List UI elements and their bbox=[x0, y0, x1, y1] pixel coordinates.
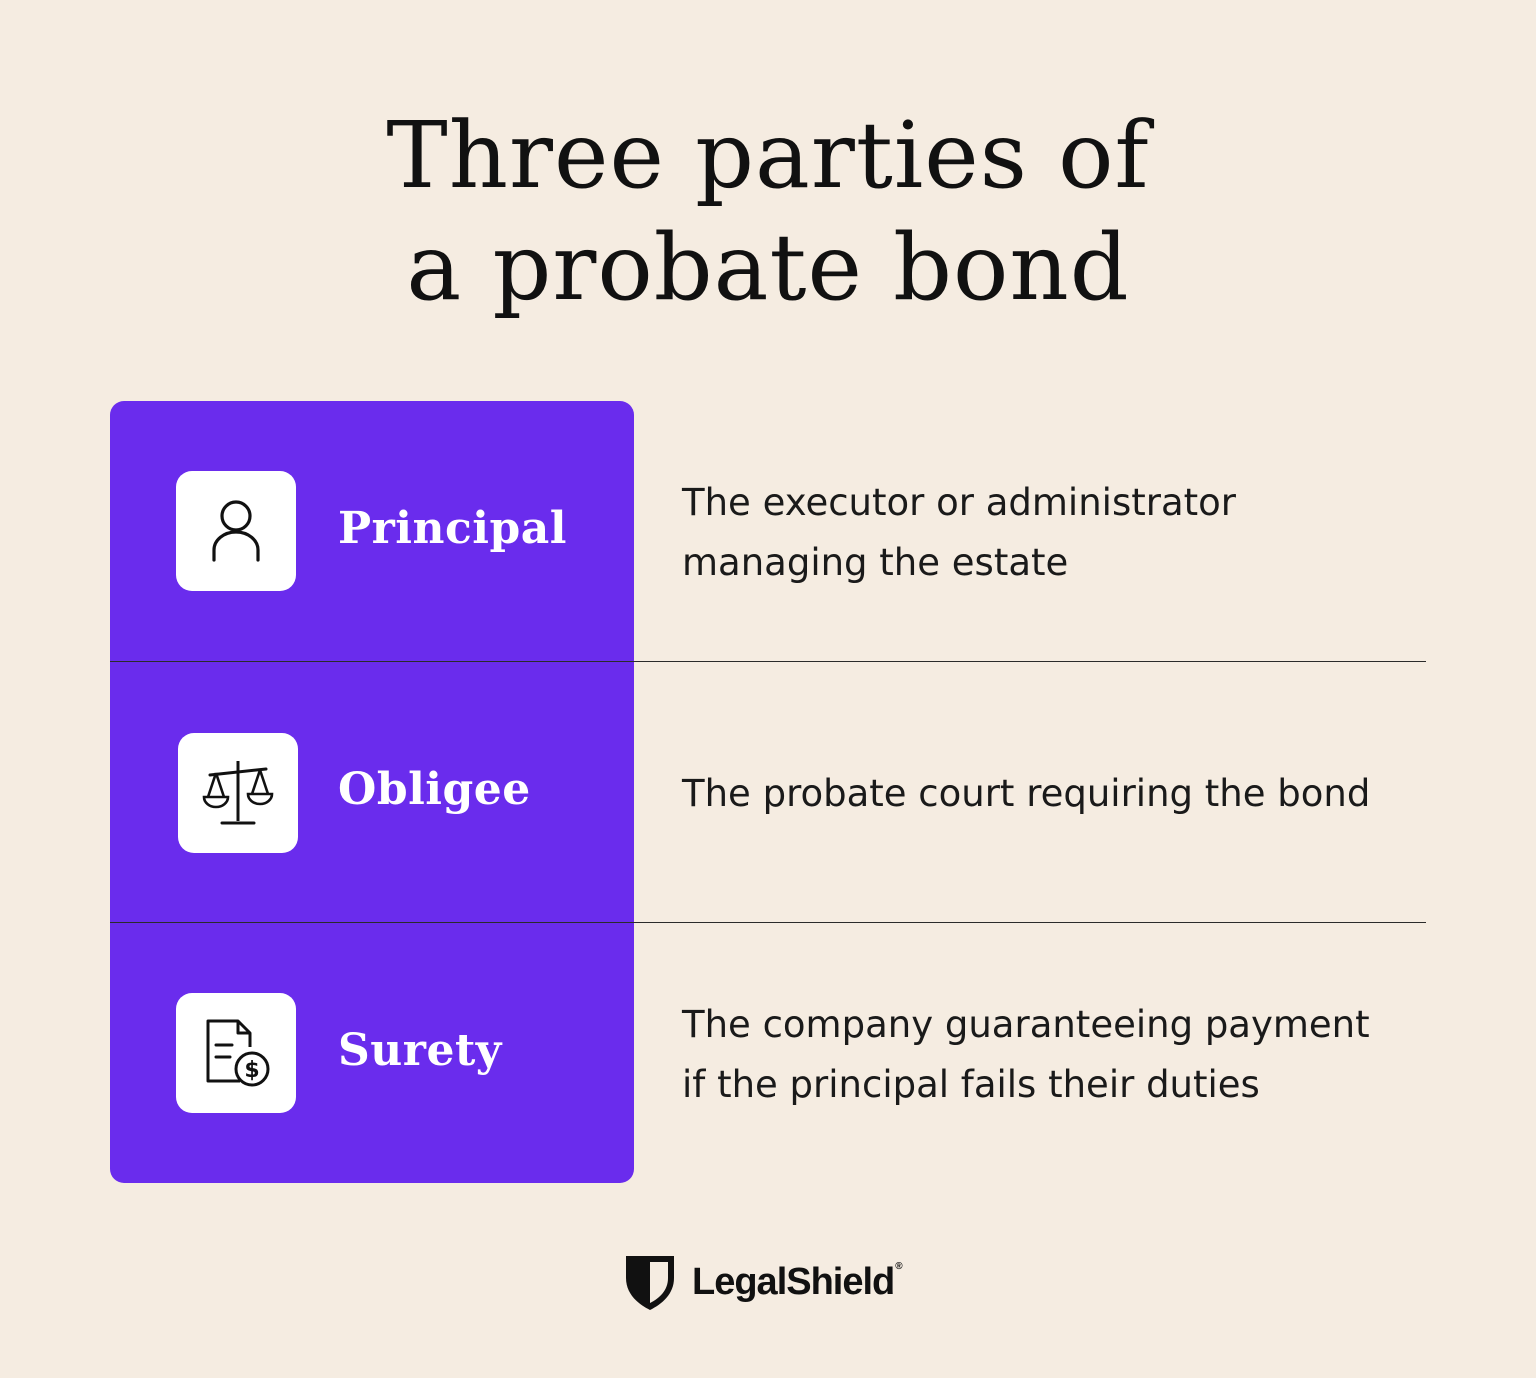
party-description: The executor or administrator managing t… bbox=[682, 473, 1462, 593]
page-title: Three parties of a probate bond bbox=[0, 100, 1536, 324]
icon-box bbox=[178, 733, 298, 853]
party-description: The company guaranteeing payment if the … bbox=[682, 995, 1462, 1115]
party-row-principal: Principal The executor or administrator … bbox=[0, 401, 1536, 662]
svg-text:$: $ bbox=[244, 1058, 259, 1083]
legalshield-logo: LegalShield® bbox=[622, 1252, 903, 1312]
party-row-obligee: Obligee The probate court requiring the … bbox=[0, 662, 1536, 923]
party-name: Surety bbox=[338, 1025, 502, 1076]
description-line: if the principal fails their duties bbox=[682, 1063, 1260, 1106]
description-line: managing the estate bbox=[682, 541, 1069, 584]
description-line: The company guaranteeing payment bbox=[682, 1003, 1370, 1046]
icon-box bbox=[176, 471, 296, 591]
logo-text: LegalShield® bbox=[692, 1260, 903, 1304]
description-line: The executor or administrator bbox=[682, 481, 1236, 524]
party-name: Principal bbox=[338, 503, 567, 554]
party-description: The probate court requiring the bond bbox=[682, 764, 1462, 824]
document-dollar-icon: $ bbox=[206, 1019, 270, 1087]
party-name: Obligee bbox=[338, 764, 531, 815]
row-divider bbox=[110, 922, 1426, 923]
logo-wordmark: LegalShield bbox=[692, 1260, 895, 1303]
registered-mark: ® bbox=[895, 1260, 902, 1272]
person-icon bbox=[212, 500, 260, 562]
title-line-2: a probate bond bbox=[406, 214, 1130, 321]
shield-icon bbox=[626, 1256, 674, 1310]
title-line-1: Three parties of bbox=[386, 102, 1150, 209]
row-divider bbox=[110, 661, 1426, 662]
party-row-surety: $ Surety The company guaranteeing paymen… bbox=[0, 923, 1536, 1184]
icon-box: $ bbox=[176, 993, 296, 1113]
scales-icon bbox=[202, 761, 274, 825]
description-line: The probate court requiring the bond bbox=[682, 772, 1371, 815]
